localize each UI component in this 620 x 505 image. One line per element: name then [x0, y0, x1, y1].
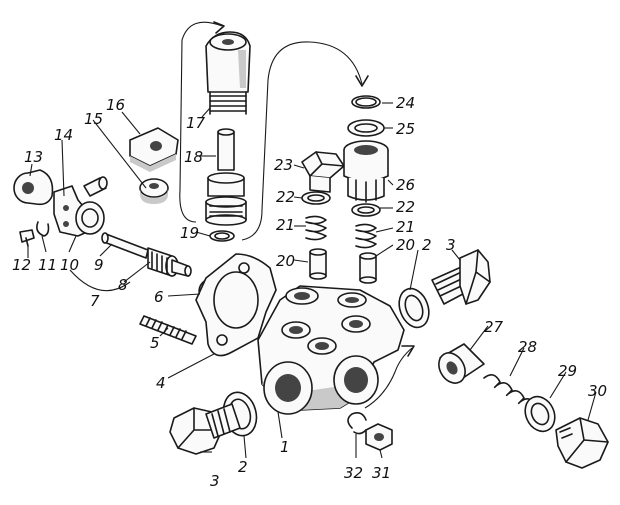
label-28: 28	[518, 338, 537, 356]
part-20-plunger-right	[359, 252, 377, 284]
label-12: 12	[12, 256, 31, 274]
part-17-cap	[205, 31, 251, 115]
part-4-gasket	[195, 253, 277, 357]
label-8: 8	[118, 276, 128, 294]
label-4: 4	[156, 374, 166, 392]
label-15: 15	[84, 110, 103, 128]
part-20-plunger-left	[309, 248, 327, 280]
label-3-lower: 3	[210, 472, 220, 490]
part-22-ring-left	[301, 191, 331, 205]
label-21-right: 21	[396, 218, 415, 236]
flow-arrow-left	[179, 21, 225, 223]
part-12-screw	[19, 229, 35, 247]
label-5: 5	[150, 334, 160, 352]
label-14: 14	[54, 126, 73, 144]
part-26-union	[343, 140, 389, 203]
label-6: 6	[154, 288, 164, 306]
part-24-ring	[351, 95, 381, 109]
part-21-spring-left	[305, 215, 327, 241]
label-25: 25	[396, 120, 415, 138]
label-13: 13	[24, 148, 43, 166]
part-27-nut	[438, 343, 485, 384]
part-32-c-clip	[347, 412, 367, 435]
part-21-spring-right	[355, 223, 377, 249]
label-29: 29	[558, 362, 577, 380]
label-3-upper: 3	[446, 236, 456, 254]
part-19-o-ring	[209, 230, 235, 242]
part-23-bolt-head	[301, 151, 345, 193]
part-3-plug-upper	[431, 249, 491, 305]
label-24: 24	[396, 94, 415, 112]
part-28-spring	[483, 374, 537, 407]
label-20-right: 20	[396, 236, 415, 254]
flow-arrow-bottom	[364, 345, 415, 409]
part-10-bracket	[53, 185, 105, 237]
part-16-cam	[129, 127, 179, 172]
part-5-threaded-rod	[139, 315, 197, 345]
label-32: 32	[344, 464, 363, 482]
label-31: 31	[372, 464, 391, 482]
label-17: 17	[186, 114, 206, 132]
part-30-plug	[555, 417, 609, 469]
part-15-washer	[139, 178, 169, 204]
part-31-hex-nut	[365, 423, 393, 451]
label-23: 23	[274, 156, 293, 174]
label-1: 1	[280, 438, 290, 456]
part-labels: 1 2 2 3 3 4 5 6 7 8 9 10 11 12 13 14 15 …	[12, 94, 607, 490]
label-21-left: 21	[276, 216, 295, 234]
label-27: 27	[484, 318, 504, 336]
part-1-body	[257, 285, 405, 415]
flow-arrow-right	[241, 41, 369, 241]
part-11-clip	[36, 221, 50, 237]
part-22-ring-right	[351, 203, 381, 217]
label-11: 11	[38, 256, 57, 274]
label-10: 10	[60, 256, 79, 274]
label-22-left: 22	[276, 188, 295, 206]
part-25-ring	[347, 119, 385, 137]
label-7: 7	[90, 292, 100, 310]
part-18-spindle	[205, 128, 247, 226]
label-26: 26	[396, 176, 415, 194]
part-3-plug-lower	[169, 403, 241, 455]
part-14-pin	[83, 176, 108, 197]
label-19: 19	[180, 224, 199, 242]
part-8-valve	[147, 247, 192, 277]
label-18: 18	[184, 148, 203, 166]
label-30: 30	[588, 382, 607, 400]
part-13-nut	[13, 169, 54, 206]
label-20-left: 20	[276, 252, 295, 270]
label-9: 9	[94, 256, 104, 274]
label-2-upper: 2	[422, 236, 432, 254]
label-2-lower: 2	[238, 458, 248, 476]
label-16: 16	[106, 96, 125, 114]
label-22-right: 22	[396, 198, 415, 216]
leader-lines	[27, 102, 597, 459]
part-29-ring	[524, 395, 556, 433]
part-9-shaft	[101, 232, 149, 259]
part-2-ring-upper	[398, 287, 430, 329]
